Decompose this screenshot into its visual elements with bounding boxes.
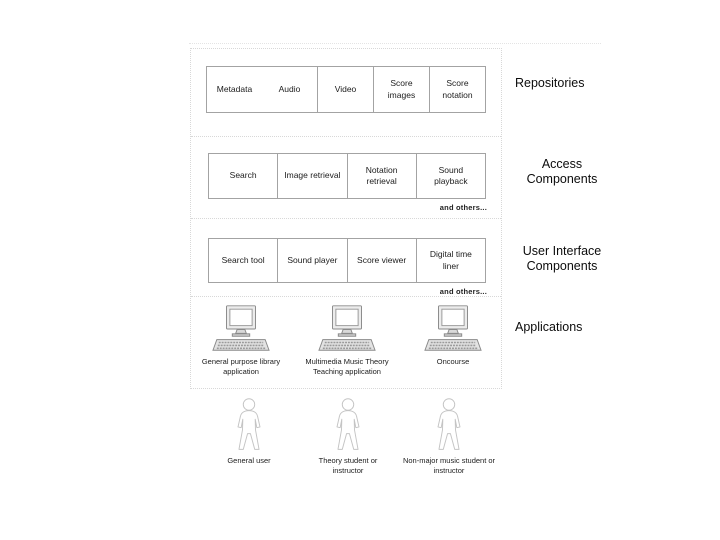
person-icon <box>336 398 360 450</box>
repository-cell-audio: Audio <box>278 83 301 94</box>
application-general-purpose-library: General purpose library application <box>186 304 296 377</box>
repository-cell-score-notation: Score notation <box>429 67 485 112</box>
layer-repositories: Metadata Audio Video Score images Score … <box>191 49 501 137</box>
label-repositories: Repositories <box>515 76 585 90</box>
faint-boundary-line <box>189 43 601 44</box>
ui-components-box: Search tool Sound player Score viewer Di… <box>208 238 486 283</box>
user-theory-student: Theory student or instructor <box>283 396 413 476</box>
label-access-components: Access Components <box>526 157 598 186</box>
label-ui-components: User Interface Components <box>522 244 602 273</box>
person-icon <box>437 398 461 450</box>
ui-cell-score-viewer: Score viewer <box>346 239 416 282</box>
computer-icon <box>212 305 270 351</box>
repositories-box: Metadata Audio Video Score images Score … <box>206 66 486 113</box>
user-label: General user <box>227 456 271 465</box>
layer-applications: General purpose library application Mult… <box>191 297 501 386</box>
access-cell-sound-playback: Sound playback <box>415 154 485 198</box>
access-components-box: Search Image retrieval Notation retrieva… <box>208 153 486 199</box>
application-label: Oncourse <box>436 357 470 366</box>
repository-cell-metadata: Metadata <box>216 83 253 94</box>
application-label: General purpose library application <box>201 357 281 377</box>
users-row: General user Theory student or instructo… <box>190 396 502 488</box>
layer-ui-components: Search tool Sound player Score viewer Di… <box>191 219 501 297</box>
access-and-others-note: and others... <box>439 203 487 212</box>
user-label: Non-major music student or instructor <box>402 456 496 476</box>
repository-cell-score-images: Score images <box>373 67 429 112</box>
application-oncourse: Oncourse <box>398 304 508 367</box>
person-icon <box>237 398 261 450</box>
user-non-major-student: Non-major music student or instructor <box>384 396 514 476</box>
user-label: Theory student or instructor <box>318 456 378 476</box>
application-multimedia-music-theory: Multimedia Music Theory Teaching applica… <box>292 304 402 377</box>
layer-stack: Metadata Audio Video Score images Score … <box>190 48 502 389</box>
ui-cell-search-tool: Search tool <box>221 254 265 265</box>
computer-icon <box>424 305 482 351</box>
access-cell-image-retrieval: Image retrieval <box>277 154 346 198</box>
ui-and-others-note: and others... <box>439 287 487 296</box>
access-cell-notation-retrieval: Notation retrieval <box>346 154 416 198</box>
layer-access-components: Search Image retrieval Notation retrieva… <box>191 137 501 219</box>
access-cell-search: Search <box>229 170 257 181</box>
label-applications: Applications <box>515 320 583 334</box>
user-general: General user <box>184 396 314 466</box>
computer-icon <box>318 305 376 351</box>
ui-cell-digital-time-liner: Digital time liner <box>415 239 485 282</box>
repository-cell-video: Video <box>317 67 373 112</box>
application-label: Multimedia Music Theory Teaching applica… <box>305 357 389 377</box>
ui-cell-sound-player: Sound player <box>277 239 346 282</box>
